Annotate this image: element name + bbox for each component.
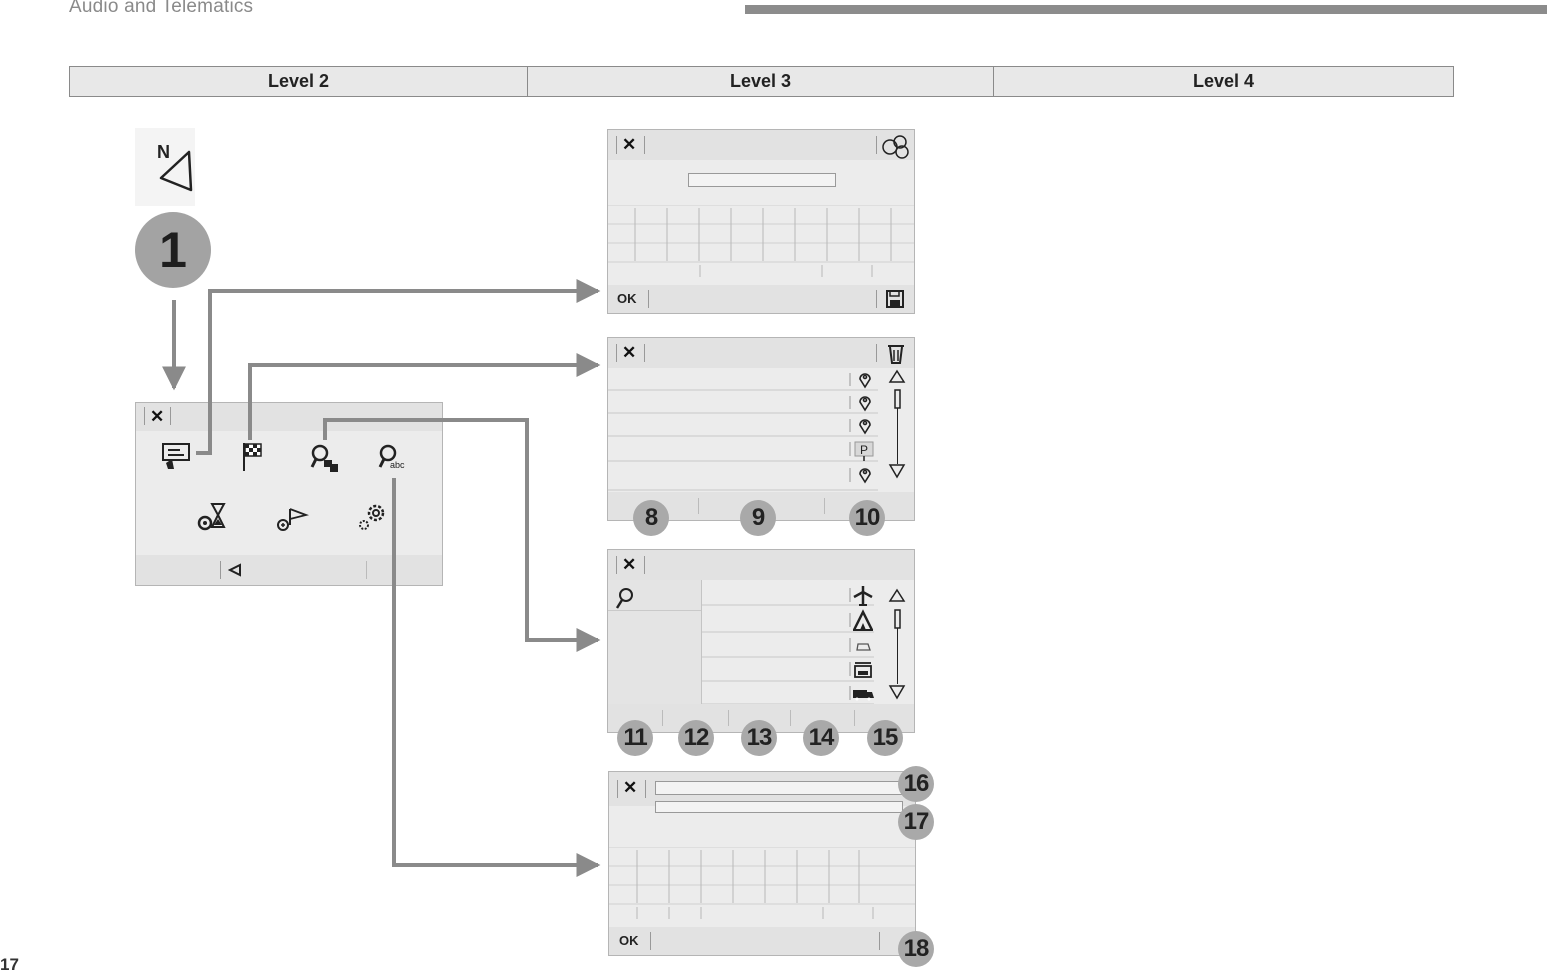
callout-12: 12 [678,720,714,756]
header-bar [745,5,1547,14]
search-city-field[interactable] [655,801,903,813]
poi-categories-screen: ✕ [607,549,915,733]
level-2-label: Level 2 [70,67,528,96]
destinations-top-bar [608,338,914,368]
address-top-bar [608,130,914,160]
level-3-label: Level 3 [528,67,994,96]
address-keyboard-grid[interactable] [608,205,914,285]
svg-text:abc: abc [390,460,405,470]
callout-10: 10 [849,500,885,536]
poi-scrollbar [888,588,906,700]
search-icon[interactable] [614,586,636,610]
menu-bottom-bar [136,555,442,585]
search-keyboard-grid[interactable] [609,847,915,927]
address-close-button[interactable]: ✕ [622,135,637,154]
poi-top-bar [608,550,914,580]
arrow-address-to-keyboard [196,279,601,455]
callout-8: 8 [633,500,669,536]
svg-text:P: P [860,443,868,457]
enter-address-icon[interactable] [160,441,194,471]
search-close-button[interactable]: ✕ [623,778,638,797]
search-bottom-bar [609,927,915,955]
poi-search-icon[interactable] [310,443,342,475]
callout-16: 16 [898,766,934,802]
navigation-menu-screen: ✕ abc [135,402,443,586]
airport-icon [853,586,873,606]
callout-15: 15 [867,720,903,756]
address-entry-screen: ✕ OK [607,129,915,314]
garage-icon [854,662,872,678]
callout-18: 18 [898,931,934,967]
step-one-callout: 1 [135,212,211,288]
callout-17: 17 [898,804,934,840]
route-settings-timer-icon[interactable] [196,501,228,533]
address-ok-button[interactable]: OK [617,291,637,306]
menu-top-bar [136,403,442,431]
poi-category-list[interactable] [702,580,914,704]
parking-icon: P [854,441,874,461]
location-pin-icon [859,373,871,484]
search-ok-button[interactable]: OK [619,933,639,948]
page-number: 17 [0,955,19,974]
destinations-list[interactable]: P [608,368,914,492]
navigation-badge: N [135,128,195,206]
waypoint-flag-icon[interactable] [276,503,310,533]
car-icon [856,643,871,651]
callout-14: 14 [803,720,839,756]
camping-icon [852,609,874,631]
truck-icon [853,690,874,701]
scrollbar [888,369,906,479]
settings-gears-icon[interactable] [358,501,390,533]
callout-9: 9 [740,500,776,536]
search-by-name-icon[interactable]: abc [378,443,412,475]
address-input-field[interactable] [688,173,836,187]
destinations-close-button[interactable]: ✕ [622,343,637,362]
navigation-arrow-icon [159,150,193,192]
arrow-flag-to-destinations [248,353,601,440]
level-header: Level 2 Level 3 Level 4 [69,66,1454,97]
callout-11: 11 [617,720,653,756]
destination-flag-icon[interactable] [240,441,264,473]
menu-close-button[interactable]: ✕ [150,407,165,426]
section-title: Audio and Telematics [69,0,254,17]
level-4-label: Level 4 [1192,71,1255,91]
callout-13: 13 [741,720,777,756]
arrow-poi-to-categories [323,418,601,652]
poi-close-button[interactable]: ✕ [622,555,637,574]
trash-icon[interactable] [886,343,906,365]
save-icon[interactable] [886,290,904,308]
language-selection-icon[interactable] [880,133,912,159]
navigation-mini-icon[interactable] [228,563,242,577]
arrow-name-search-to-screen [392,478,601,877]
address-bottom-bar [608,285,914,313]
north-label: N [157,142,170,162]
search-by-name-screen: ✕ OK [608,771,916,956]
